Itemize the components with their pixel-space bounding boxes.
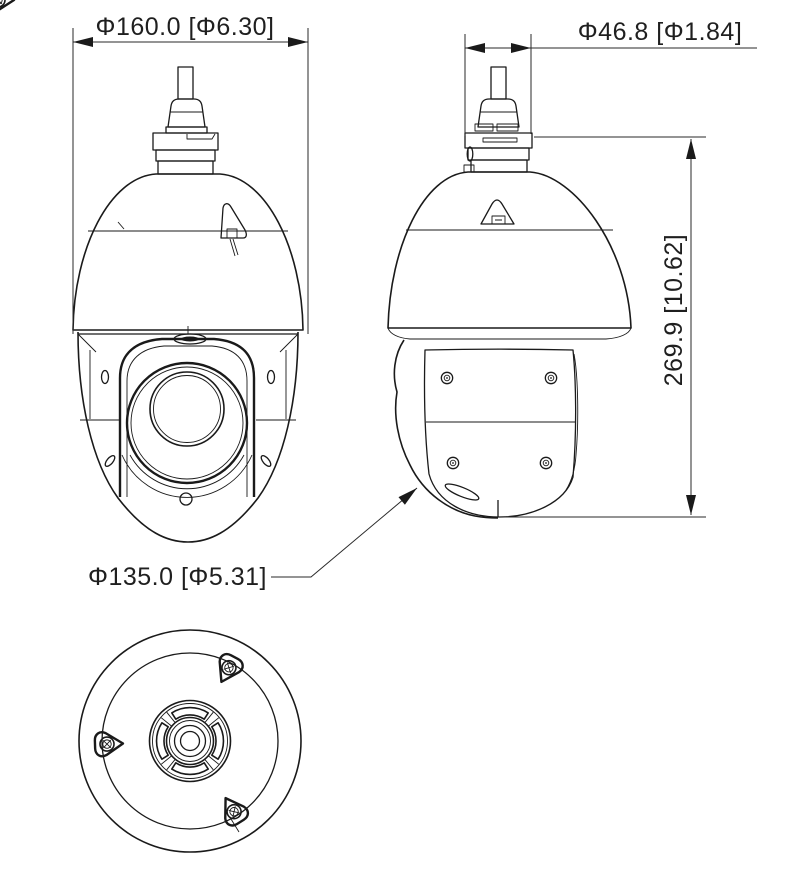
body-height-label: 269.9 [10.62] <box>660 234 688 386</box>
panel-screws <box>440 371 558 470</box>
dome-clip-side <box>480 199 515 225</box>
camera-body-front <box>77 331 299 543</box>
dimension-arrow <box>686 139 696 159</box>
leader-line <box>271 487 418 578</box>
dim-dome-diameter: Φ160.0 [Φ6.30] <box>72 13 309 334</box>
ir-led-windows <box>100 369 276 467</box>
cable-gland <box>165 66 208 134</box>
dim-base-diameter: Φ135.0 [Φ5.31] <box>88 487 418 591</box>
locking-tab <box>0 0 16 11</box>
leader-arrow <box>398 488 417 505</box>
mount-collar-side <box>463 132 533 173</box>
dimension-arrow <box>465 43 485 53</box>
base-outer-rim <box>78 629 302 853</box>
base-diameter-label: Φ135.0 [Φ5.31] <box>88 563 267 591</box>
seal-ring <box>466 146 474 162</box>
front-view <box>72 66 304 543</box>
dimension-arrow <box>511 43 531 53</box>
mount-hub <box>148 699 232 783</box>
camera-lens <box>121 361 253 498</box>
dimension-arrow <box>73 37 93 47</box>
base-slot <box>444 483 480 501</box>
mount-collar <box>152 132 219 175</box>
dome-cover <box>72 173 304 335</box>
dome-seam-tick <box>117 221 125 230</box>
dimension-arrow <box>288 37 308 47</box>
dome-cover-side <box>387 171 632 340</box>
base-inner-rim <box>101 652 279 830</box>
cable-gland-side <box>474 66 520 132</box>
dim-neck-diameter: Φ46.8 [Φ1.84] <box>464 18 757 136</box>
neck-diameter-label: Φ46.8 [Φ1.84] <box>578 18 743 46</box>
camera-body-side <box>393 339 579 519</box>
dimension-arrow <box>686 495 696 515</box>
side-view <box>387 66 632 519</box>
bottom-view <box>0 0 302 853</box>
tab-tick <box>230 818 240 833</box>
bottom-screw <box>179 492 193 506</box>
dome-clip <box>220 203 247 257</box>
top-clip <box>173 326 207 345</box>
dim-body-height: 269.9 [10.62] <box>505 136 706 518</box>
dome-diameter-label: Φ160.0 [Φ6.30] <box>96 13 275 41</box>
